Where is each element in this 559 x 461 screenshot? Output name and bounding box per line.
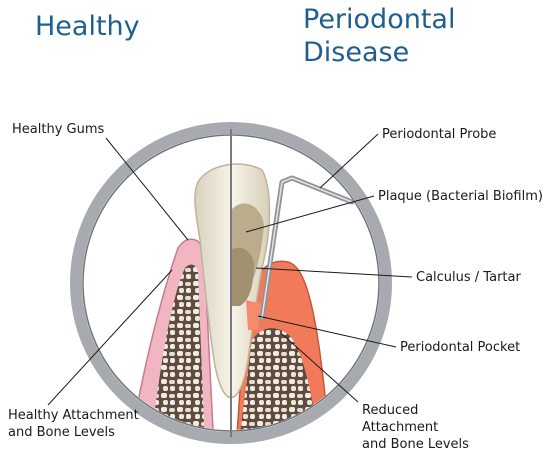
label-reduced-line1: Reduced	[362, 403, 418, 418]
label-reduced-attachment: Reduced Attachment and Bone Levels	[362, 402, 469, 453]
label-reduced-line3: and Bone Levels	[362, 437, 469, 452]
label-calculus: Calculus / Tartar	[416, 269, 521, 286]
label-periodontal-pocket: Periodontal Pocket	[400, 339, 520, 356]
label-reduced-line2: Attachment	[362, 420, 438, 435]
label-periodontal-probe: Periodontal Probe	[382, 126, 496, 143]
label-healthy-attachment-line1: Healthy Attachment	[8, 408, 139, 423]
label-healthy-attachment-line2: and Bone Levels	[8, 425, 115, 440]
label-healthy-attachment: Healthy Attachment and Bone Levels	[8, 407, 139, 441]
label-plaque: Plaque (Bacterial Biofilm)	[378, 188, 543, 205]
label-healthy-gums: Healthy Gums	[12, 121, 104, 138]
